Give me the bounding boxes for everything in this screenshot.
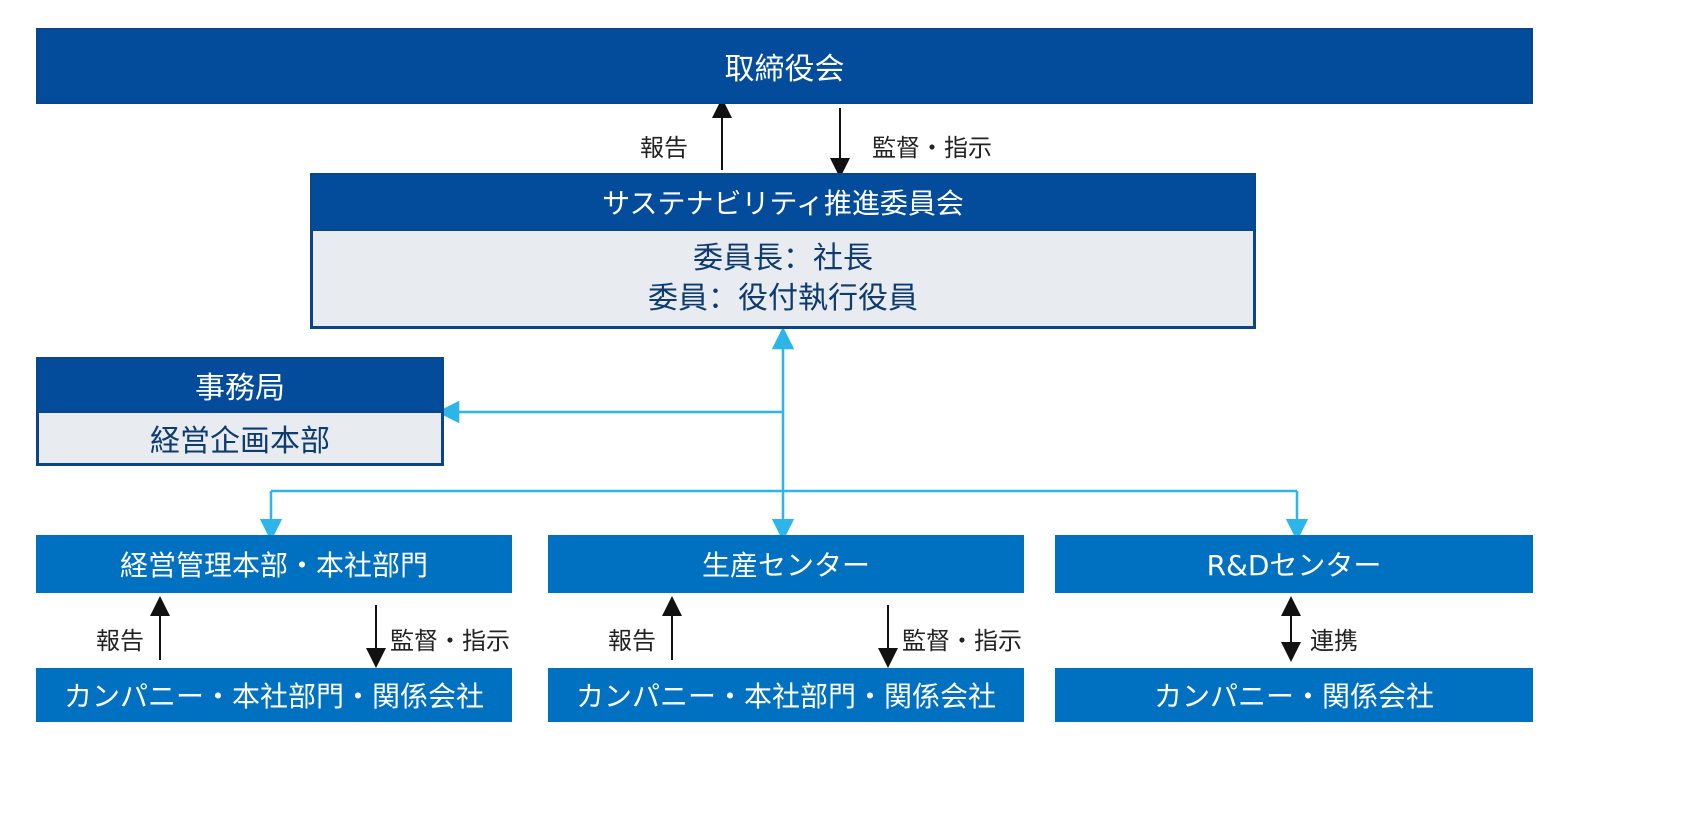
branch-2-top: 生産センター — [548, 535, 1024, 593]
branch-3-bottom: カンパニー・関係会社 — [1055, 668, 1533, 722]
branch-2-supervise-label: 監督・指示 — [902, 627, 1022, 655]
branch-1-bottom: カンパニー・本社部門・関係会社 — [36, 668, 512, 722]
committee-title: サステナビリティ推進委員会 — [602, 187, 964, 220]
branch-2-bottom: カンパニー・本社部門・関係会社 — [548, 668, 1024, 722]
board-box: 取締役会 — [36, 28, 1533, 104]
branch-2-report-label: 報告 — [608, 627, 656, 655]
secretariat-title: 事務局 — [195, 371, 285, 406]
committee-members: 委員：役付執行役員 — [648, 280, 918, 316]
branch-1-top: 経営管理本部・本社部門 — [36, 535, 512, 593]
branch-1-supervise-label: 監督・指示 — [390, 627, 510, 655]
branch-1-bottom-label: カンパニー・本社部門・関係会社 — [63, 680, 484, 713]
branch-1-title: 経営管理本部・本社部門 — [119, 549, 428, 582]
branch-3-title: R&Dセンター — [1206, 549, 1382, 582]
branch-3-link-label: 連携 — [1310, 627, 1358, 655]
branch-2-bottom-label: カンパニー・本社部門・関係会社 — [575, 680, 996, 713]
report-label-top: 報告 — [640, 134, 688, 162]
committee-header: サステナビリティ推進委員会 — [310, 173, 1256, 231]
branch-3-bottom-label: カンパニー・関係会社 — [1153, 680, 1434, 713]
board-title: 取締役会 — [724, 52, 845, 87]
branch-1-report-label: 報告 — [96, 627, 144, 655]
secretariat-header: 事務局 — [36, 357, 444, 413]
supervise-label-top: 監督・指示 — [872, 134, 992, 162]
committee-body: 委員長：社長 委員：役付執行役員 — [310, 231, 1256, 329]
secretariat-dept: 経営企画本部 — [150, 424, 330, 459]
committee-chair: 委員長：社長 — [693, 240, 873, 276]
branch-2-title: 生産センター — [701, 549, 870, 582]
branch-3-top: R&Dセンター — [1055, 535, 1533, 593]
secretariat-body: 経営企画本部 — [36, 413, 444, 466]
